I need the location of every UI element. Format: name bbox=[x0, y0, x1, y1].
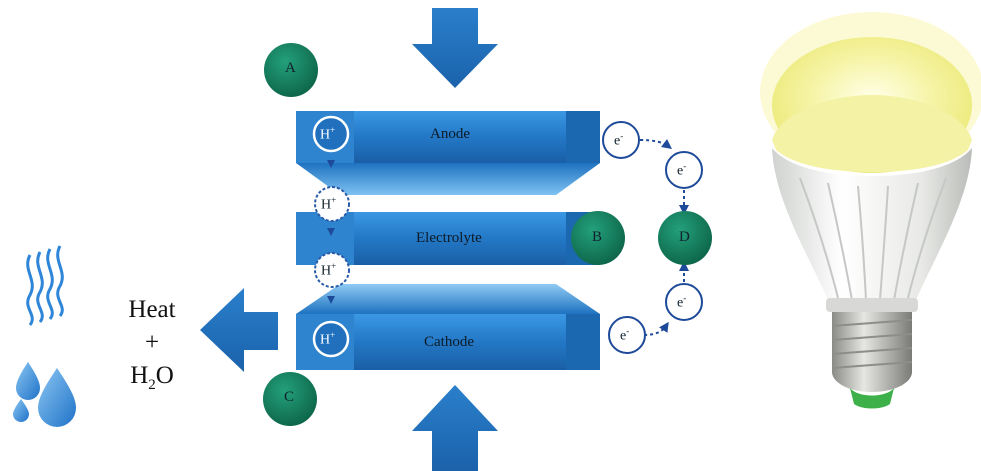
proton-charge: + bbox=[331, 261, 337, 271]
heat-waves-icon bbox=[26, 245, 64, 326]
electron-charge: - bbox=[626, 326, 630, 336]
proton-base: H bbox=[320, 332, 331, 348]
proton-electrolyte-upper bbox=[314, 186, 350, 222]
electron-2 bbox=[665, 151, 703, 189]
light-bulb-icon bbox=[760, 12, 981, 409]
electron-1 bbox=[602, 121, 640, 159]
water-label: H2O bbox=[112, 359, 192, 402]
exhaust-arrow bbox=[200, 288, 278, 372]
electron-1-label: e- bbox=[614, 131, 623, 150]
electron-base: e bbox=[614, 133, 621, 149]
proton-electrolyte-lower-label: H+ bbox=[321, 261, 336, 280]
proton-base: H bbox=[320, 127, 331, 143]
proton-path bbox=[327, 160, 335, 304]
electron-3 bbox=[665, 283, 703, 321]
water-subscript: 2 bbox=[148, 377, 156, 393]
electrolyte-label: Electrolyte bbox=[416, 230, 482, 246]
cathode-label: Cathode bbox=[424, 334, 474, 350]
proton-cathode-label: H+ bbox=[320, 330, 335, 349]
proton-base: H bbox=[321, 197, 332, 213]
proton-electrolyte-upper-label: H+ bbox=[321, 195, 336, 214]
marker-c bbox=[263, 372, 317, 426]
marker-d bbox=[658, 211, 712, 265]
proton-charge: + bbox=[330, 125, 336, 135]
electron-2-label: e- bbox=[677, 161, 686, 180]
marker-d-label: D bbox=[679, 229, 690, 245]
electron-base: e bbox=[677, 295, 684, 311]
electron-4 bbox=[608, 316, 646, 354]
marker-a bbox=[264, 43, 318, 97]
electron-3-label: e- bbox=[677, 293, 686, 312]
water-tail: O bbox=[155, 362, 174, 389]
proton-anode bbox=[312, 115, 350, 153]
output-text: Heat + H2O bbox=[112, 293, 192, 402]
electron-base: e bbox=[677, 163, 684, 179]
plus-label: + bbox=[144, 329, 160, 356]
anode-label: Anode bbox=[430, 126, 470, 142]
marker-b bbox=[571, 211, 625, 265]
electron-circuit bbox=[639, 139, 689, 336]
proton-base: H bbox=[321, 263, 332, 279]
water-drops-icon bbox=[13, 362, 76, 427]
marker-c-label: C bbox=[284, 389, 295, 405]
proton-anode-label: H+ bbox=[320, 125, 335, 144]
proton-electrolyte-lower bbox=[314, 252, 350, 288]
proton-charge: + bbox=[330, 330, 336, 340]
anode-plate bbox=[296, 111, 600, 195]
electron-4-label: e- bbox=[620, 326, 629, 345]
electron-charge: - bbox=[683, 161, 687, 171]
electron-base: e bbox=[620, 328, 627, 344]
air-inlet-arrow bbox=[412, 385, 498, 471]
heat-label: Heat bbox=[128, 296, 176, 323]
proton-charge: + bbox=[331, 195, 337, 205]
marker-a-label: A bbox=[285, 60, 296, 76]
proton-cathode bbox=[312, 320, 350, 358]
electron-charge: - bbox=[620, 131, 624, 141]
electron-charge: - bbox=[683, 293, 687, 303]
marker-b-label: B bbox=[592, 229, 603, 245]
water-base: H bbox=[130, 362, 149, 389]
fuel-inlet-arrow bbox=[412, 8, 498, 88]
